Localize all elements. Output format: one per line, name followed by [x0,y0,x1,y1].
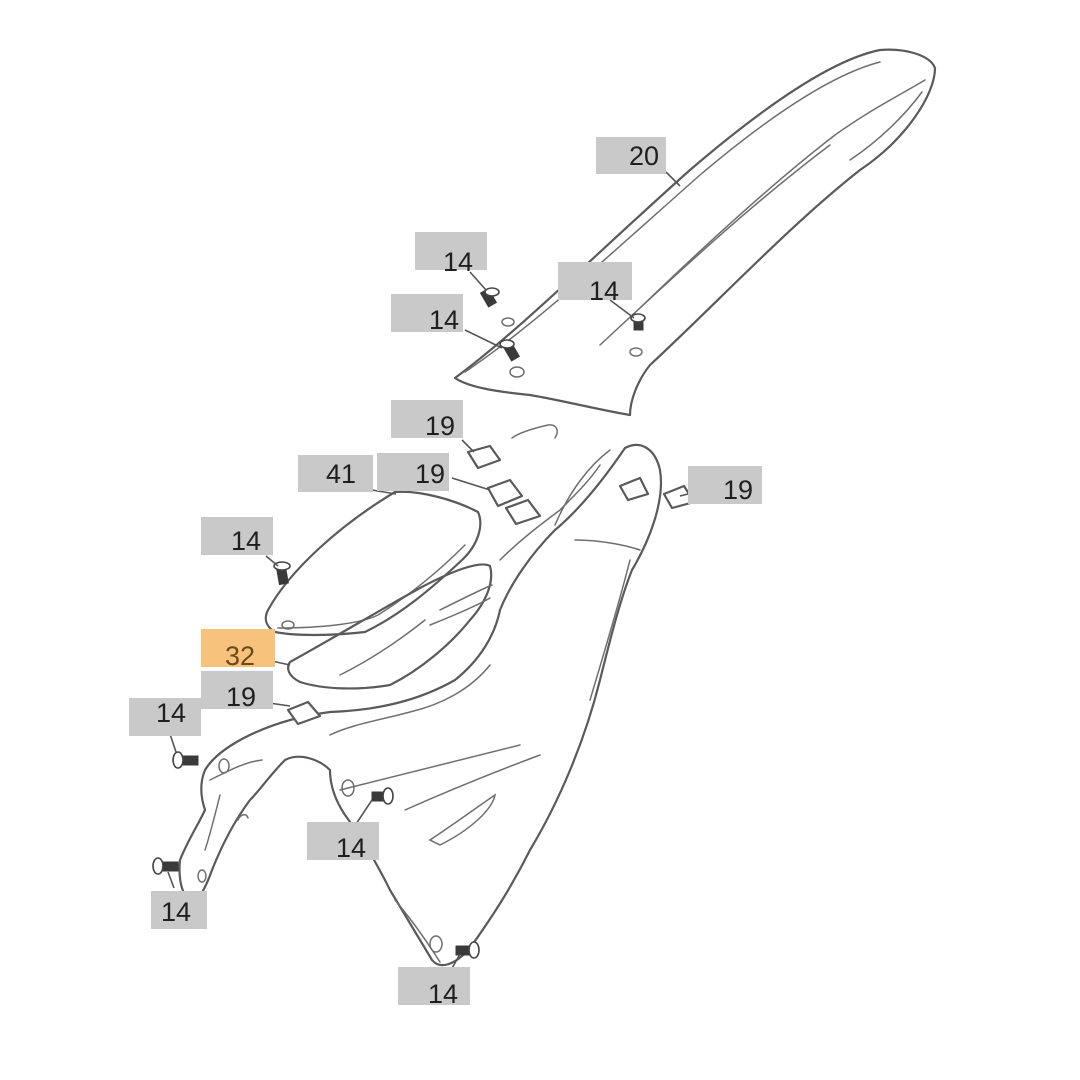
svg-text:19: 19 [226,682,256,712]
callout-14-fender-left: 14 [391,294,463,335]
callout-41: 41 [298,455,373,492]
svg-text:32: 32 [225,641,255,671]
screw-14-g [152,857,179,875]
callout-14-bottom: 14 [398,967,470,1009]
clip-nut-19-b [486,478,542,526]
clip-nut-19-a [466,444,502,470]
clip-nut-19-c [618,476,696,510]
inner-guard-part [287,563,493,690]
tail-body-part [178,424,662,967]
callout-14-top: 14 [415,232,487,277]
screw-14-f [371,787,394,805]
svg-text:41: 41 [326,459,356,489]
svg-text:19: 19 [723,475,753,505]
screw-14-e [172,751,199,769]
svg-text:19: 19 [415,459,445,489]
svg-text:14: 14 [161,897,191,927]
callout-14-fender-right: 14 [558,262,632,306]
cover-plate-part [264,490,482,637]
svg-text:19: 19 [425,411,455,441]
callout-14-body: 14 [307,822,379,863]
svg-text:20: 20 [629,141,659,171]
callout-19-right: 19 [688,466,762,505]
screw-14-b [499,339,521,362]
callout-14-cover: 14 [201,517,273,556]
callout-14-left: 14 [129,698,201,736]
screw-14-d [273,561,291,586]
callout-32-highlighted: 32 [201,629,275,671]
svg-text:14: 14 [428,979,458,1009]
svg-text:14: 14 [231,526,261,556]
rear-fender-part [453,48,937,417]
svg-text:14: 14 [589,276,619,306]
callout-19-top: 19 [391,400,463,441]
svg-text:14: 14 [156,698,186,728]
callout-20: 20 [596,137,666,174]
svg-text:14: 14 [336,833,366,863]
svg-text:14: 14 [443,247,473,277]
screw-14-a [479,287,500,308]
clip-nut-19-d [286,700,322,726]
screw-14-h [455,941,480,959]
callout-19-middle: 19 [377,453,449,491]
callout-14-bottom-left: 14 [151,891,207,929]
callout-19-lower: 19 [201,671,273,712]
svg-text:14: 14 [429,305,459,335]
screw-14-c [630,313,646,331]
